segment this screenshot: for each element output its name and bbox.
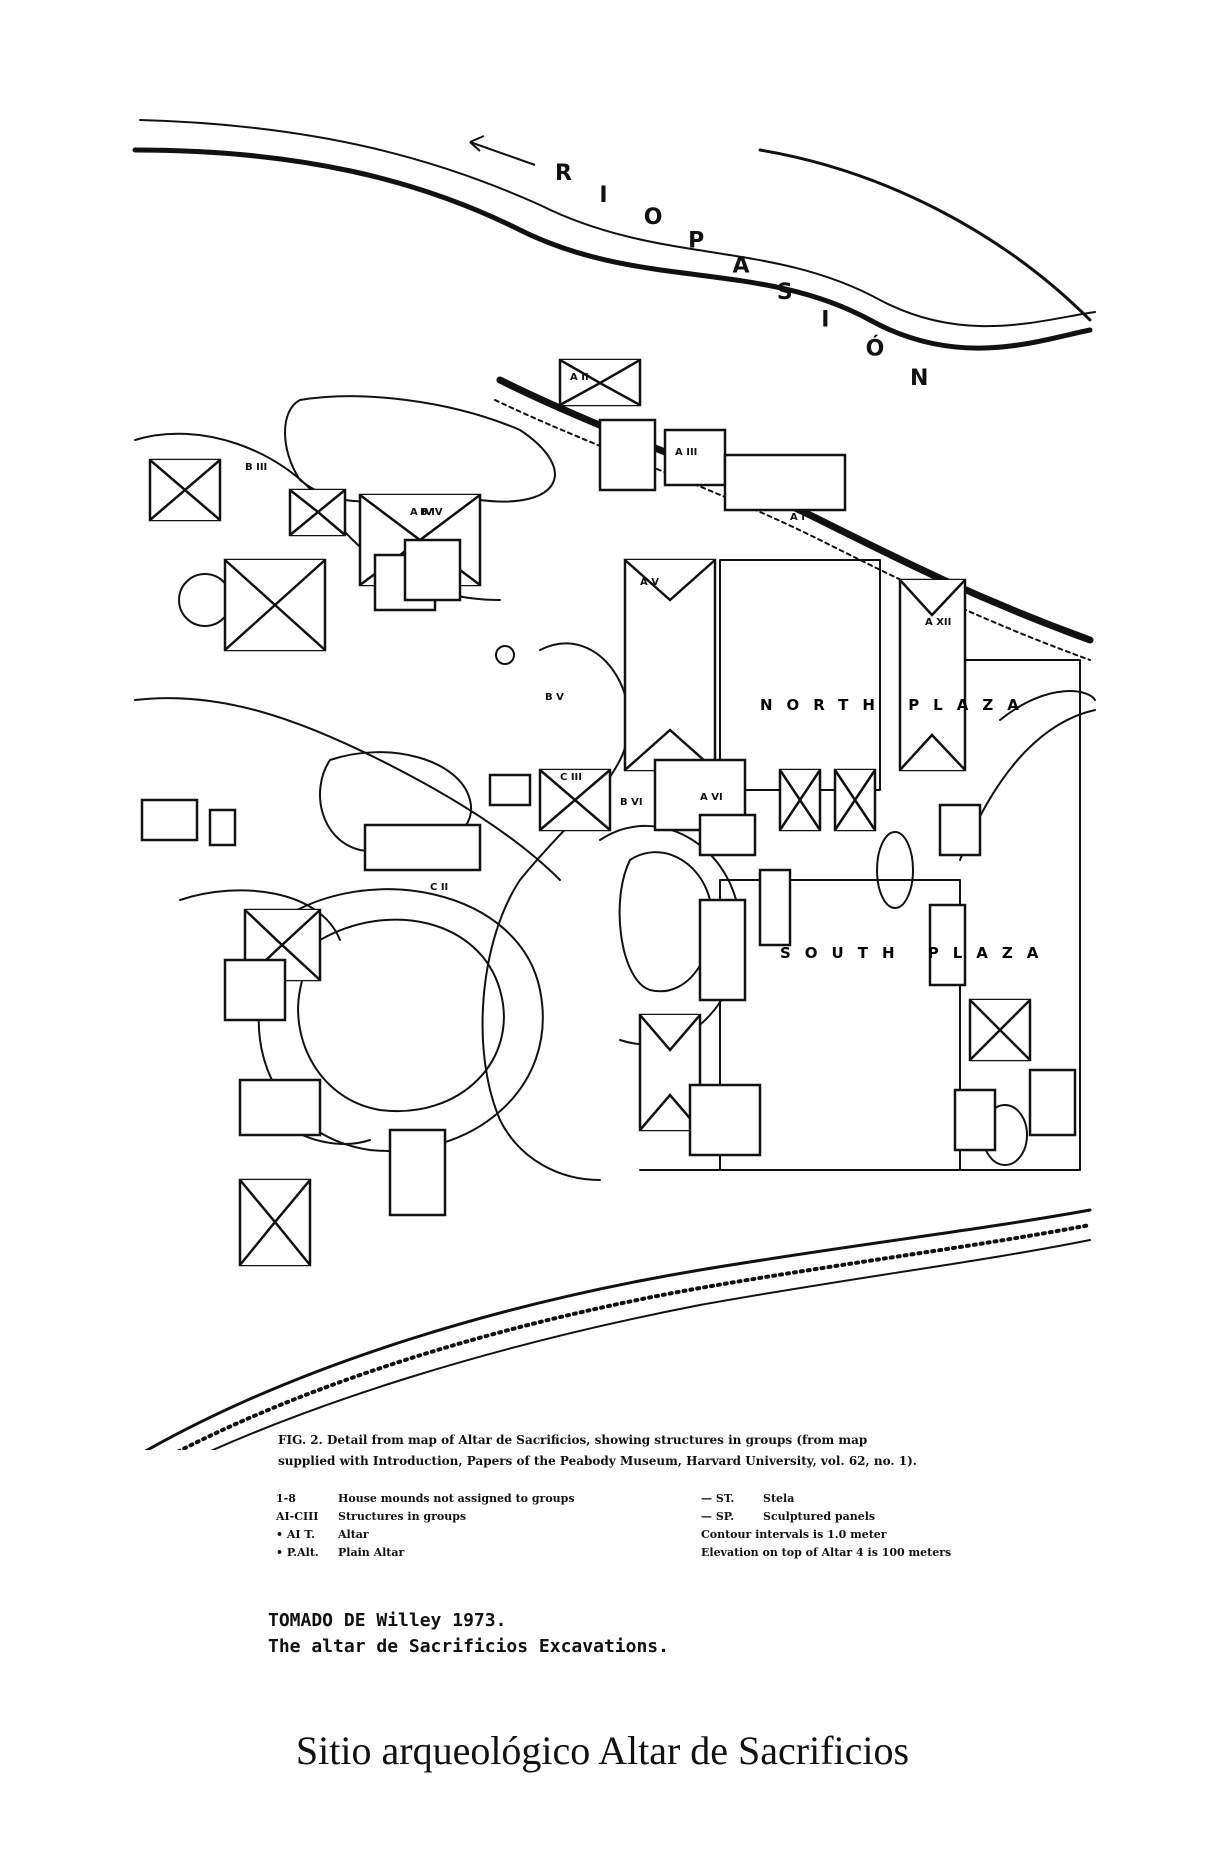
- contour-3: [134, 697, 561, 881]
- site-title: Sitio arqueológico Altar de Sacrificios: [295, 1728, 910, 1773]
- lower-channel-outer: [144, 1208, 1092, 1450]
- structure-label: B VI: [620, 797, 643, 808]
- contour-10: [999, 690, 1096, 721]
- structure-group-south: [223, 868, 1077, 1267]
- structure-label: A VI: [700, 792, 723, 803]
- river-edge-upper: [758, 148, 1092, 322]
- river-label-letter: S: [777, 280, 793, 305]
- structure-label: C III: [560, 772, 582, 783]
- structure-label: A III: [675, 447, 697, 458]
- river-label-letter: Ó: [866, 336, 885, 362]
- structure-label: B V: [545, 692, 564, 703]
- legend-row: Elevation on top of Altar 4 is 100 meter…: [701, 1546, 952, 1559]
- structure-label: A IV: [410, 507, 433, 518]
- river-label-letter: P: [688, 229, 704, 254]
- legend-row: • AI T.Altar: [276, 1528, 369, 1541]
- structure-label: A II: [570, 372, 589, 383]
- contour-7: [481, 642, 630, 1181]
- river-bank-lower-2: [494, 399, 1091, 661]
- river-label-letter: I: [821, 308, 829, 333]
- figure-caption: FIG. 2. Detail from map of Altar de Sacr…: [278, 1430, 1058, 1472]
- contour-8: [618, 851, 713, 993]
- structure-label: B III: [245, 462, 267, 473]
- structure-group-A: [558, 358, 982, 857]
- legend-row: — SP.Sculptured panels: [701, 1510, 876, 1523]
- north-plaza-boundary: [719, 559, 881, 791]
- legend-row: Contour intervals is 1.0 meter: [701, 1528, 887, 1541]
- structure-labels: A I A II A III A IV A V A VI A XII B III B IV B V…: [245, 372, 951, 893]
- structure-label: B IV: [420, 507, 443, 518]
- caption-line-1: FIG. 2. Detail from map of Altar de Sacr…: [278, 1433, 868, 1447]
- source-note: TOMADO DE Willey 1973. The altar de Sacr…: [268, 1608, 968, 1660]
- source-line-1: TOMADO DE Willey 1973.: [268, 1610, 507, 1631]
- legend-row: • P.Alt.Plain Altar: [276, 1546, 405, 1559]
- structure-label: C II: [430, 882, 448, 893]
- river-label: R I OP A S I ÓN: [555, 161, 928, 391]
- river-label-letter: N: [910, 366, 928, 391]
- river-label-letter: A: [733, 254, 750, 279]
- structure-group-B-west: [148, 458, 482, 652]
- lower-channel-dots: [176, 1223, 1092, 1450]
- structure-label: A XII: [925, 617, 951, 628]
- contour-knoll-3: [876, 831, 914, 909]
- north-plaza-label: NORTH PLAZA: [760, 696, 1033, 714]
- structure-label: A I: [790, 512, 805, 523]
- river-label-letter: I: [599, 183, 607, 208]
- lower-channel-inner: [210, 1239, 1091, 1450]
- south-plaza-label: SOUTH PLAZA: [780, 944, 1052, 962]
- legend-row: — ST.Stela: [701, 1492, 795, 1505]
- river-label-letter: R: [555, 161, 572, 186]
- contour-12: [179, 889, 341, 941]
- contour-knoll-1: [495, 645, 515, 665]
- contour-5: [297, 918, 505, 1113]
- river-label-letter: O: [644, 205, 663, 230]
- caption-line-2: supplied with Introduction, Papers of th…: [278, 1454, 917, 1468]
- structure-label: A V: [640, 577, 659, 588]
- river-bank-outer: [132, 147, 1093, 351]
- legend-right-column: — ST.Stela — SP.Sculptured panels Contou…: [701, 1490, 1071, 1562]
- river-bank-line: [139, 119, 1096, 328]
- river-bank-lower: [496, 376, 1094, 644]
- contour-1: [284, 395, 556, 503]
- contour-knoll-2: [178, 573, 232, 627]
- structure-group-C: [140, 768, 612, 872]
- source-line-2: The altar de Sacrificios Excavations.: [268, 1636, 669, 1657]
